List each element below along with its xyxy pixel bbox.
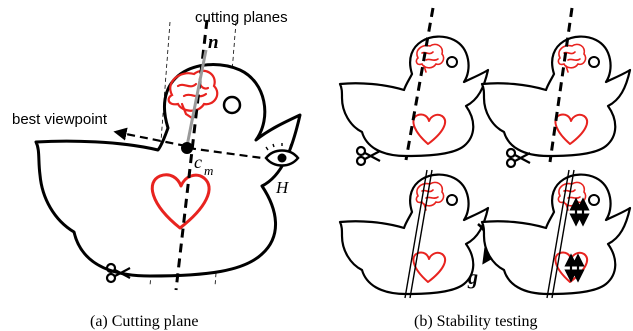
normal-label: n	[208, 32, 219, 53]
stability-duck-2	[480, 7, 632, 169]
cut-line-3b	[404, 169, 428, 299]
panel-b: g	[338, 7, 632, 299]
centroid-subscript: m	[204, 163, 213, 178]
caption-a: (a) Cutting plane	[90, 313, 198, 330]
cut-line-4b	[546, 169, 570, 299]
stability-duck-3: g	[338, 169, 498, 299]
best-viewpoint-label: best viewpoint	[12, 111, 108, 128]
gravity-label: g	[467, 267, 478, 289]
panel-a: cutting planes n best viewpoint c m H	[12, 9, 302, 291]
normal-vector	[185, 49, 208, 147]
stability-duck-4	[480, 169, 632, 299]
stability-duck-1	[338, 7, 490, 167]
centroid-label: c	[194, 152, 202, 172]
eye-label: H	[275, 178, 290, 197]
cut-line-4a	[551, 169, 575, 299]
cut-plane-2	[548, 7, 574, 163]
updown-arrow-icon	[564, 253, 585, 283]
updown-arrow-icon	[569, 197, 590, 227]
caption-b: (b) Stability testing	[414, 313, 538, 330]
duck-eye	[222, 95, 242, 115]
duck-body-large	[34, 63, 302, 278]
cut-plane-1	[404, 7, 435, 161]
eye-icon	[264, 143, 300, 167]
heart-icon	[150, 173, 211, 230]
best-viewpoint-arrow	[113, 127, 187, 148]
cut-line-3a	[409, 169, 433, 299]
brain-icon	[167, 69, 219, 120]
centroid-point	[181, 142, 193, 154]
cutting-planes-label: cutting planes	[195, 9, 288, 26]
